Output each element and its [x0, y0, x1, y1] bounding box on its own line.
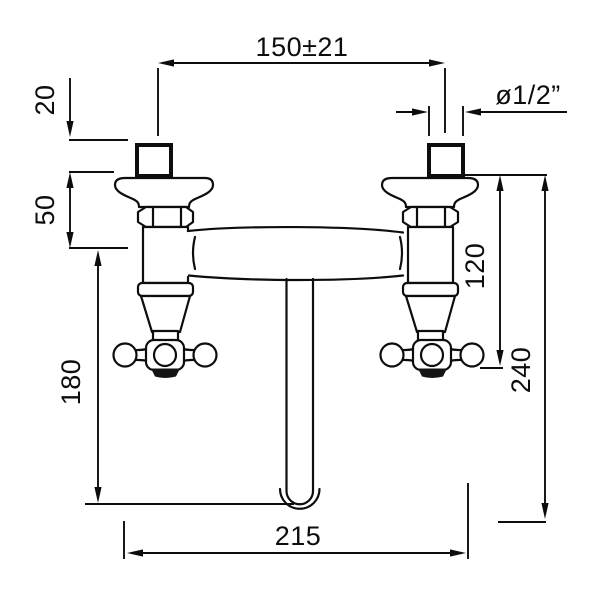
right-inlet-thread-square	[427, 143, 465, 178]
dimension-20: 20	[30, 78, 128, 141]
dimension-label-120: 120	[460, 243, 490, 290]
left-handle-left-ball	[112, 342, 138, 368]
arrowhead-up	[496, 175, 504, 191]
bridge-body	[186, 225, 406, 282]
dimension-center-distance: 150±21	[157, 32, 446, 136]
right-collar-ring	[401, 281, 460, 298]
right-handle-bottom-shade	[418, 368, 447, 378]
left-collar-ring	[136, 281, 195, 298]
right-body-cylinder	[406, 225, 455, 285]
dimension-180: 180	[56, 250, 294, 505]
dimension-label-180: 180	[56, 359, 86, 406]
arrowhead-down	[496, 350, 504, 366]
arrowhead-left	[127, 549, 143, 557]
arrowhead-inward-left	[465, 108, 481, 116]
left-hex-nut	[136, 205, 195, 229]
bridge-fill	[186, 226, 406, 281]
dimension-label-thread: ø1/2”	[495, 80, 561, 110]
right-hex-nut	[401, 205, 460, 229]
arrowhead-right	[450, 549, 466, 557]
dimension-120: 120	[460, 174, 547, 369]
dimension-50: 50	[30, 171, 128, 249]
dimension-label-20: 20	[30, 84, 60, 115]
left-inlet-leg	[113, 143, 215, 343]
arrowhead-down	[541, 503, 549, 519]
spout-outlet-inner-ring	[285, 489, 315, 506]
left-body-cylinder	[141, 225, 190, 285]
right-escutcheon-flange	[380, 176, 480, 209]
left-handle-right-ball	[192, 342, 218, 368]
arrowhead-down	[66, 232, 74, 248]
bridge-right-fillet	[398, 235, 404, 271]
left-cross-handle	[112, 338, 218, 378]
bridge-top-edge	[186, 225, 405, 234]
dimension-label-240: 240	[506, 347, 536, 394]
right-inlet-leg	[380, 143, 480, 343]
left-handle-bottom-shade	[151, 368, 180, 378]
left-escutcheon-flange	[113, 176, 215, 209]
right-handle-front-ball	[419, 342, 445, 368]
right-handle-left-ball	[379, 342, 405, 368]
arrowhead-up	[541, 175, 549, 191]
dimension-label-50: 50	[30, 194, 60, 225]
arrowhead-down	[66, 121, 74, 137]
right-bonnet-cone	[404, 294, 457, 334]
spout	[278, 277, 321, 510]
spout-outlet-outer-ring	[278, 487, 321, 510]
right-cross-handle	[379, 338, 485, 378]
dimension-label-215: 215	[275, 521, 322, 551]
bridge-bottom-edge	[187, 274, 405, 282]
right-handle-right-ball	[459, 342, 485, 368]
arrowhead-up	[94, 250, 102, 266]
left-handle-front-ball	[152, 342, 178, 368]
dimension-thread-size: ø1/2”	[396, 80, 567, 136]
arrowhead-left	[158, 59, 174, 67]
arrowhead-down	[94, 487, 102, 503]
arrowhead-inward-right	[412, 108, 428, 116]
left-inlet-thread-square	[135, 143, 173, 178]
bridge-left-fillet	[191, 235, 197, 271]
left-bonnet-cone	[139, 294, 192, 334]
arrowhead-right	[429, 59, 445, 67]
dimension-215: 215	[123, 483, 469, 559]
arrowhead-up	[66, 172, 74, 188]
dimension-label-150: 150±21	[256, 32, 349, 62]
dimension-240: 240	[498, 175, 549, 523]
faucet-outline	[112, 143, 485, 510]
